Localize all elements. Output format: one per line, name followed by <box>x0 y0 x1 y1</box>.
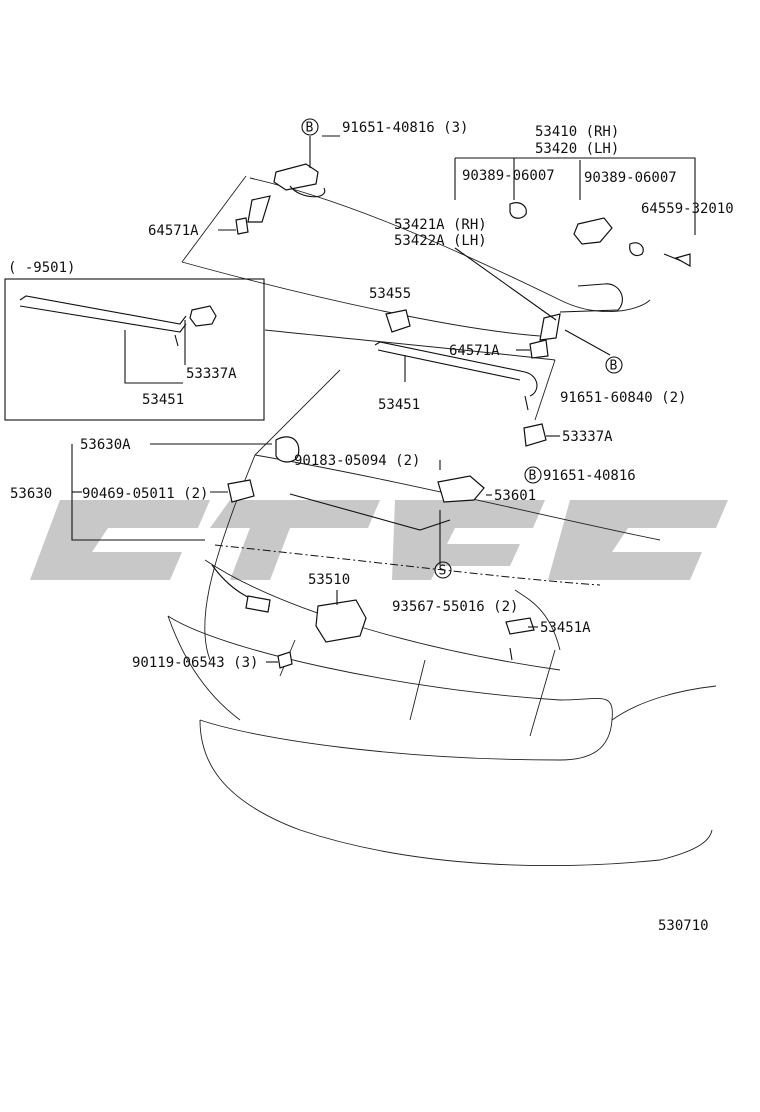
watermark <box>30 500 728 580</box>
label-64571A-mid: 64571A <box>449 343 500 359</box>
label-diagram-id: 530710 <box>658 918 709 934</box>
label-53422A: 53422A (LH) <box>394 233 487 249</box>
label-90389-b: 90389-06007 <box>584 170 677 186</box>
label-90469: 90469-05011 (2) <box>82 486 208 502</box>
label-64559: 64559-32010 <box>641 201 734 217</box>
label-91651-60840: 91651-60840 (2) <box>560 390 686 406</box>
label-90389-a: 90389-06007 <box>462 168 555 184</box>
label-90119: 90119-06543 (3) <box>132 655 258 671</box>
label-53421A: 53421A (RH) <box>394 217 487 233</box>
label-53451-mid: 53451 <box>378 397 420 413</box>
damper-stay <box>454 157 696 356</box>
marker-b-mid: B <box>605 356 623 374</box>
label-53337A: 53337A <box>562 429 613 445</box>
leader-lines <box>71 135 560 663</box>
label-53420: 53420 (LH) <box>535 141 619 157</box>
label-53630A: 53630A <box>80 437 131 453</box>
label-91651-40816: 91651-40816 <box>543 468 636 484</box>
inset-variant-box <box>4 278 265 421</box>
hinge-top <box>247 136 326 223</box>
label-53451-box: 53451 <box>142 392 184 408</box>
label-90183: 90183-05094 (2) <box>294 453 420 469</box>
svg-text:B: B <box>306 121 314 136</box>
label-93567: 93567-55016 (2) <box>392 599 518 615</box>
label-53510: 53510 <box>308 572 350 588</box>
marker-b-top: B <box>301 118 319 136</box>
label-53601: 53601 <box>494 488 536 504</box>
marker-b-low: B <box>524 466 542 484</box>
mid-components <box>211 217 549 669</box>
label-53630: 53630 <box>10 486 52 502</box>
label-91651-40816-3: 91651-40816 (3) <box>342 120 468 136</box>
label-53410: 53410 (RH) <box>535 124 619 140</box>
label-variant-note: ( -9501) <box>8 260 75 276</box>
label-53337A-box: 53337A <box>186 366 237 382</box>
svg-text:B: B <box>529 469 537 484</box>
label-53451A: 53451A <box>540 620 591 636</box>
svg-text:B: B <box>610 359 618 374</box>
label-64571A-top: 64571A <box>148 223 199 239</box>
label-53455: 53455 <box>369 286 411 302</box>
svg-text:S: S <box>439 564 447 579</box>
marker-s: S <box>434 561 452 579</box>
